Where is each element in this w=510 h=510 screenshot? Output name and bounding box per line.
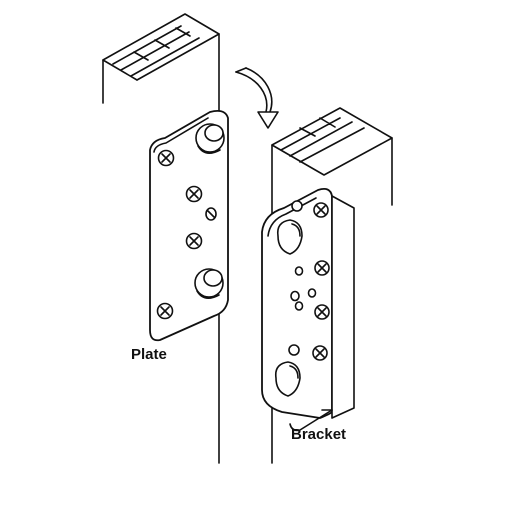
plate-screw-bottom xyxy=(156,302,174,320)
curved-arrow-icon xyxy=(235,67,279,129)
plate xyxy=(149,109,229,342)
plate-label: Plate xyxy=(131,346,167,363)
plate-screw-mid2 xyxy=(185,232,203,250)
bracket xyxy=(261,187,355,432)
bracket-screw-3 xyxy=(314,304,330,320)
bracket-screw-4 xyxy=(312,345,328,361)
bracket-label: Bracket xyxy=(291,426,347,443)
bracket-keyhole-bottom xyxy=(274,344,301,397)
plate-screw-mid1 xyxy=(185,185,203,203)
bracket-screw-2 xyxy=(314,260,330,276)
bracket-keyhole-top xyxy=(276,200,303,255)
bracket-screw-1 xyxy=(313,202,329,218)
plate-screw-top xyxy=(157,149,175,167)
